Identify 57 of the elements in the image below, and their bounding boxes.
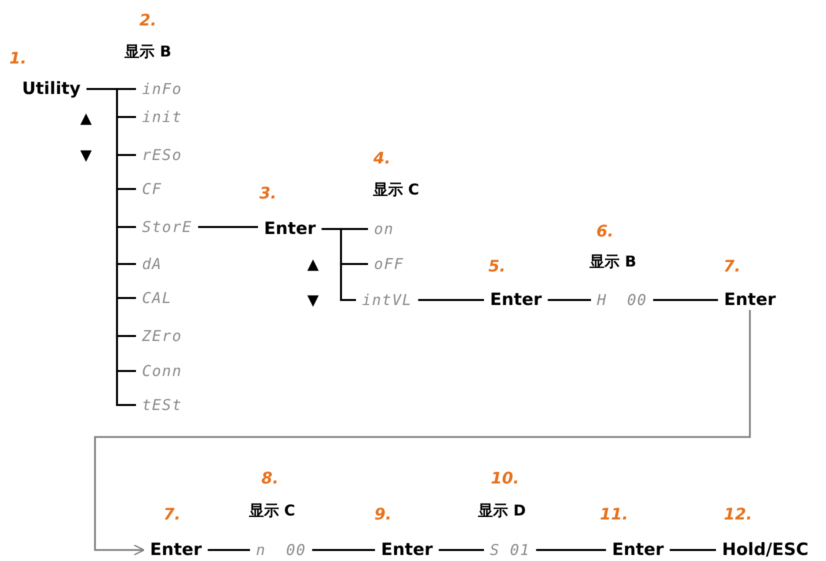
display-heading: 显示 C <box>372 180 420 200</box>
arrow-key-symbol: ▲ <box>307 255 319 273</box>
display-readout: ZEro <box>136 327 188 345</box>
display-heading: 显示 B <box>124 42 172 62</box>
connector-line <box>312 549 375 551</box>
display-readout: dA <box>136 255 168 273</box>
display-readout: StorE <box>136 218 198 236</box>
display-readout: rESo <box>136 146 188 164</box>
connector-line <box>438 549 484 551</box>
display-readout: inFo <box>136 80 188 98</box>
display-heading: 显示 C <box>248 502 296 520</box>
arrow-key-symbol: ▼ <box>80 146 92 164</box>
step-number: 6. <box>596 222 614 240</box>
key-label: Enter <box>484 290 548 310</box>
step-number: 2. <box>139 10 157 30</box>
key-label: Enter <box>258 219 322 239</box>
step-number: 9. <box>374 504 392 524</box>
connector-line <box>322 228 356 301</box>
step-number: 8. <box>261 468 279 488</box>
display-readout: init <box>136 108 188 126</box>
arrow-key-symbol: ▼ <box>307 291 319 309</box>
step-number: 12. <box>724 504 752 524</box>
key-label: Hold/ESC <box>716 540 814 560</box>
display-readout: Conn <box>136 362 188 380</box>
step-number: 4. <box>373 148 391 168</box>
display-readout: tESt <box>136 396 188 414</box>
arrow <box>94 310 751 556</box>
key-label: Enter <box>606 540 670 560</box>
display-readout: CAL <box>136 289 178 307</box>
connector-line <box>198 226 258 228</box>
display-readout: on <box>368 220 400 238</box>
display-heading: 显示 B <box>590 252 636 272</box>
step-number: 11. <box>600 504 628 524</box>
key-label: Enter <box>375 540 439 560</box>
step-number: 3. <box>259 184 277 202</box>
display-readout: intVL <box>356 291 418 309</box>
step-number: 5. <box>488 256 506 276</box>
connector-line <box>670 549 716 551</box>
display-heading: 显示 D <box>478 502 526 520</box>
display-readout: oFF <box>368 255 410 273</box>
display-readout: H 00 <box>591 291 654 309</box>
step-number: 7. <box>163 504 181 524</box>
display-readout: n 00 <box>250 541 312 559</box>
arrow-key-symbol: ▲ <box>80 109 92 127</box>
step-number: 10. <box>490 468 520 488</box>
step-number: 7. <box>723 256 741 276</box>
step-number: 1. <box>9 48 27 68</box>
connector-line <box>208 549 250 551</box>
key-label: Enter <box>718 290 782 310</box>
key-label: Enter <box>144 540 208 560</box>
connector-line <box>418 299 484 301</box>
key-label: Utility <box>16 79 87 99</box>
connector-line <box>536 549 606 551</box>
display-readout: S 01 <box>484 541 536 559</box>
display-readout: CF <box>136 180 168 198</box>
connector-line <box>548 299 591 301</box>
connector-line <box>653 299 718 301</box>
